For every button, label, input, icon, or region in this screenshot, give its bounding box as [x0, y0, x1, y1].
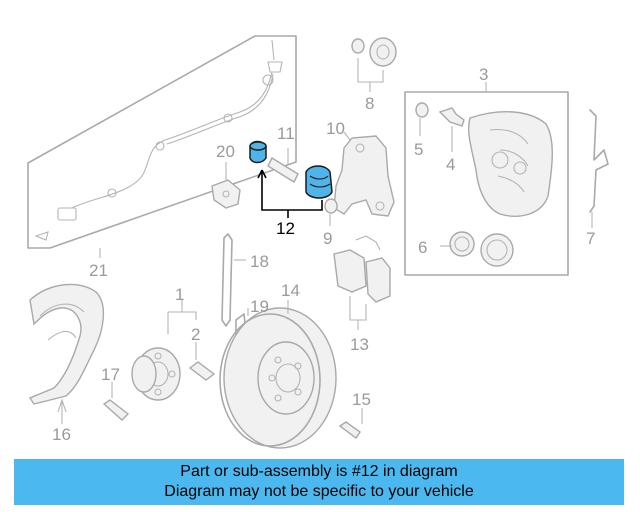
- callout-2: 2: [191, 325, 200, 344]
- part-12-highlighted: [249, 140, 333, 218]
- callout-12-highlighted: 12: [276, 219, 295, 238]
- callout-labels: 1 2 3 4 5 6 7 8 9 10 11 12 13 14 15 16 1…: [52, 65, 595, 444]
- callout-13: 13: [350, 335, 369, 354]
- part-7-clip: [589, 109, 609, 228]
- callout-21: 21: [89, 261, 108, 280]
- callout-19: 19: [250, 297, 269, 316]
- part-10-carrier: [333, 131, 395, 217]
- part-21-sensor-panel: [27, 35, 297, 258]
- callout-15: 15: [352, 390, 371, 409]
- callout-3: 3: [479, 65, 488, 84]
- part-20-bracket: [211, 162, 241, 209]
- banner-line-part-number: Part or sub-assembly is #12 in diagram: [180, 463, 458, 480]
- callout-6: 6: [418, 238, 427, 257]
- info-banner: Part or sub-assembly is #12 in diagram D…: [14, 459, 624, 505]
- callout-16: 16: [52, 425, 71, 444]
- part-15-screw: [338, 408, 363, 440]
- callout-18: 18: [250, 252, 269, 271]
- callout-11: 11: [277, 124, 295, 143]
- callout-5: 5: [414, 140, 423, 159]
- callout-10: 10: [326, 119, 345, 138]
- callout-14: 14: [281, 281, 300, 300]
- part-11-guide-pin: [267, 148, 299, 183]
- callout-20: 20: [216, 142, 235, 161]
- part-2-bolt: [188, 342, 216, 381]
- part-3-caliper-panel: [404, 82, 569, 276]
- part-17-bolt: [102, 382, 130, 421]
- callout-1: 1: [175, 285, 184, 304]
- banner-line-disclaimer: Diagram may not be specific to your vehi…: [164, 483, 474, 500]
- part-8-bushing: [351, 37, 397, 92]
- callout-7: 7: [586, 229, 595, 248]
- part-1-wheel-hub: [131, 300, 197, 401]
- part-13-brake-pads: [333, 235, 391, 330]
- part-16-splash-shield: [28, 283, 105, 424]
- callout-8: 8: [365, 94, 374, 113]
- part-9-washer: [324, 198, 338, 226]
- part-14-brake-disc: [219, 300, 337, 449]
- callout-17: 17: [101, 365, 120, 384]
- callout-4: 4: [446, 155, 455, 174]
- part-18-bolt: [221, 233, 246, 327]
- callout-9: 9: [323, 229, 332, 248]
